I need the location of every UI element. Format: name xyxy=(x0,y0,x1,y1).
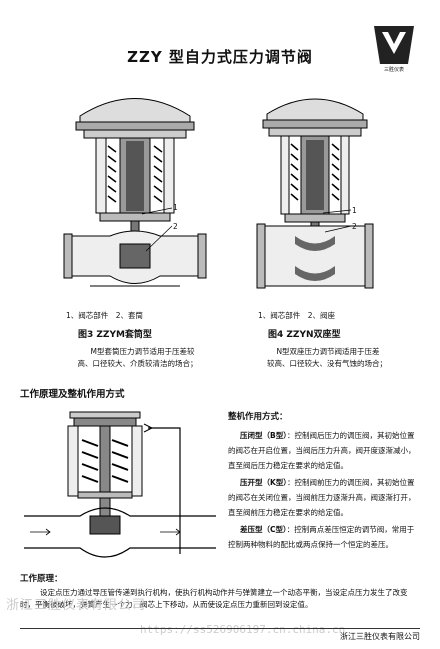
parts-label-left: 1、阀芯部件 2、套筒 xyxy=(66,311,144,320)
mode-b-text: ：控制阀后压力的调压阀，其初始位置的阀芯在开启位置，当阀后压力升高，阀开度逐渐减… xyxy=(228,431,416,470)
mode-b-label: 压闭型（B型） xyxy=(240,431,287,440)
company-name: 浙江三胜仪表有限公司 xyxy=(340,632,420,641)
callout-2-right: 2 xyxy=(352,222,357,231)
callout-1-left: 1 xyxy=(173,203,178,212)
callout-2-left: 2 xyxy=(173,222,178,231)
figure-caption-left: 图3 ZZYM套筒型 xyxy=(78,330,152,340)
working-principle-title: 工作原理： xyxy=(20,574,63,584)
logo xyxy=(372,24,416,76)
section-title: 工作原理及整机作用方式 xyxy=(20,389,125,400)
logo-mark-icon xyxy=(374,26,414,64)
valve-drawing-n xyxy=(255,86,375,296)
mode-k-text: ：控制阀前压力的调压阀，其初始位置的阀芯在关闭位置，当阀前压力逐渐升高，阀逐渐打… xyxy=(228,478,416,517)
mode-c-label: 差压型（C型） xyxy=(240,525,287,534)
logo-text: 三胜仪表 xyxy=(383,67,404,73)
working-principle-diagram xyxy=(20,404,220,570)
mode-k-label: 压开型（K型） xyxy=(240,478,288,487)
figure-caption-right: 图4 ZZYN双座型 xyxy=(268,330,341,340)
mode-k-paragraph: 压开型（K型）：控制阀前压力的调压阀，其初始位置的阀芯在关闭位置，当阀前压力逐渐… xyxy=(228,475,420,520)
watermark-url: https://ss526906197.cn.china.cn xyxy=(140,623,346,636)
parts-label-right: 1、阀芯部件 2、阀座 xyxy=(258,311,336,320)
page-title: ZZY 型自力式压力调节阀 xyxy=(127,48,313,66)
footer-divider xyxy=(20,628,420,629)
mode-c-paragraph: 差压型（C型）：控制两点差压恒定的调节阀，常用于控制两种物料的配比或两点保持一个… xyxy=(228,522,420,552)
mode-c-text: ：控制两点差压恒定的调节阀，常用于控制两种物料的配比或两点保持一个恒定的差压。 xyxy=(228,525,415,549)
desc-right-line2: 较高、口径较大、没有气蚀的场合； xyxy=(267,359,387,368)
mode-b-paragraph: 压闭型（B型）：控制阀后压力的调压阀，其初始位置的阀芯在开启位置，当阀后压力升高… xyxy=(228,428,420,473)
desc-left-line2: 高、口径较大、介质较清洁的场合； xyxy=(77,359,198,368)
callout-1-right: 1 xyxy=(352,206,357,215)
valve-drawing-m xyxy=(60,86,210,296)
desc-right-line1: N型双座压力调节阀适用于压差 xyxy=(276,347,380,356)
desc-left-line1: M型套筒压力调节适用于压差较 xyxy=(90,347,195,356)
mode-title: 整机作用方式： xyxy=(228,412,288,422)
watermark-company: 浙江三胜仪表有限公司 xyxy=(6,598,147,613)
working-principle-text: 设定点压力通过导压管传递到执行机构，使执行机构动作并与弹簧建立一个动态平衡，当设… xyxy=(20,588,408,609)
